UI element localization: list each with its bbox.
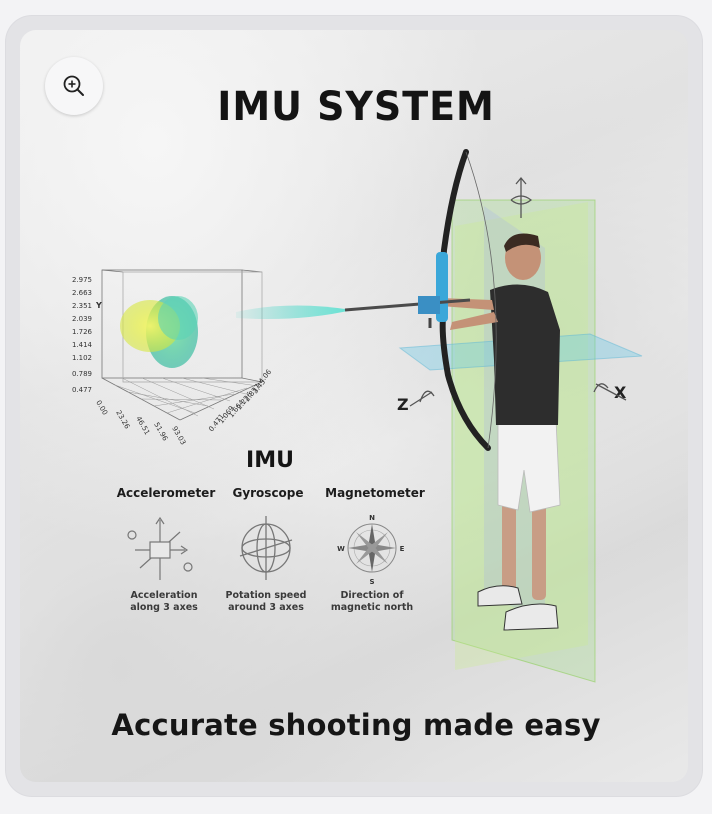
svg-text:Z: Z	[397, 395, 409, 414]
accelerometer-label: Accelerometer	[116, 486, 216, 500]
svg-text:0.00: 0.00	[94, 399, 109, 417]
gyroscope-icon	[239, 516, 293, 580]
svg-text:51.96: 51.96	[152, 421, 169, 443]
magnetometer-description: Direction of magnetic north	[330, 590, 414, 613]
page-title: IMU SYSTEM	[217, 84, 495, 130]
gyroscope-label: Gyroscope	[232, 486, 304, 500]
product-image	[20, 30, 688, 782]
sensor-beam	[236, 305, 352, 319]
compass-icon: N S E W	[337, 514, 404, 586]
svg-text:93.03: 93.03	[170, 425, 187, 446]
recurve-bow	[344, 149, 497, 451]
rotation-axis-y	[510, 176, 533, 218]
tagline: Accurate shooting made easy	[111, 708, 601, 742]
svg-text:1.102: 1.102	[72, 354, 92, 362]
svg-text:E: E	[400, 545, 405, 553]
magnetometer-label: Magnetometer	[325, 486, 425, 500]
svg-text:1.726: 1.726	[72, 328, 93, 336]
archer-figure	[440, 233, 561, 631]
svg-text:0.477: 0.477	[72, 386, 92, 394]
svg-text:W: W	[337, 545, 345, 553]
svg-text:2.039: 2.039	[72, 315, 92, 323]
svg-text:X: X	[614, 383, 627, 402]
svg-text:S: S	[369, 578, 374, 586]
product-image-card	[6, 16, 702, 796]
svg-text:Y: Y	[95, 301, 102, 310]
svg-text:46.51: 46.51	[134, 415, 151, 436]
accelerometer-description: Acceleration along 3 axes	[130, 590, 198, 613]
svg-text:2.351: 2.351	[72, 302, 92, 310]
svg-text:2.663: 2.663	[72, 289, 92, 297]
accelerometer-icon	[127, 516, 193, 580]
svg-text:2.975: 2.975	[72, 276, 92, 284]
rotation-axis-z: Z	[397, 390, 435, 414]
svg-text:N: N	[369, 514, 375, 522]
sensor-3d-plot: 2.975 2.663 2.351 2.039 1.726 1.414 1.10…	[72, 269, 274, 446]
zoom-button[interactable]	[45, 57, 103, 115]
imu-heading: IMU	[246, 448, 294, 473]
svg-text:0.789: 0.789	[72, 370, 92, 378]
svg-text:23.26: 23.26	[114, 409, 131, 431]
zoom-in-icon	[63, 75, 84, 96]
rotation-axis-x: X	[593, 383, 627, 402]
gyroscope-description: Potation speed around 3 axes	[225, 590, 307, 613]
svg-text:1.414: 1.414	[72, 341, 93, 349]
